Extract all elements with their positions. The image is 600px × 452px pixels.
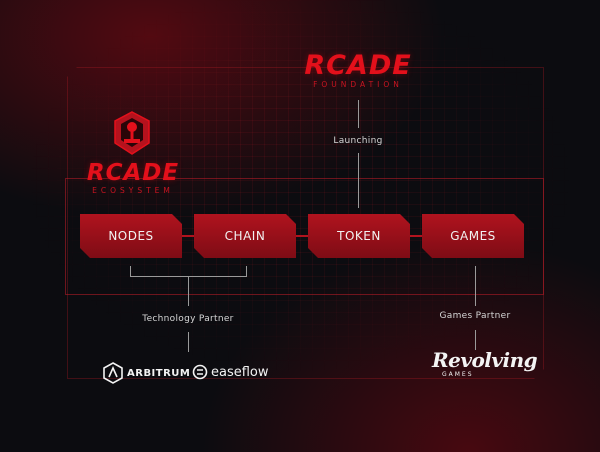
rcade-foundation-logo: RCADE FOUNDATION [296,52,420,89]
easeflow-wordmark: easeflow [211,364,269,380]
revolving-games-logo: Revolving GAMES [432,348,538,378]
tech-line-upper [188,276,189,306]
ecosystem-wordmark: RCADE [86,160,180,186]
arbitrum-logo: ARBITRUM [103,362,190,384]
games-partner-label: Games Partner [439,311,511,321]
launching-label: Launching [333,136,383,146]
launching-line-bottom [358,153,359,208]
node-token: TOKEN [308,214,410,258]
node-chain: CHAIN [194,214,296,258]
rcade-ecosystem-logo: RCADE ECOSYSTEM [82,160,184,196]
connector-token-games [410,235,422,237]
games-line-upper [475,266,476,306]
foundation-subtitle: FOUNDATION [313,80,403,89]
node-games: GAMES [422,214,524,258]
tech-line-lower [188,332,189,352]
launching-line-top [358,100,359,128]
arbitrum-icon [103,362,123,384]
ecosystem-frame [65,178,544,295]
foundation-wordmark: RCADE [304,50,412,81]
games-line-lower [475,330,476,350]
connector-chain-token [296,235,308,237]
rcade-shield-icon [114,111,150,155]
tech-bracket-left [130,266,131,276]
revolving-wordmark: Revolving [432,348,538,372]
technology-partner-label: Technology Partner [142,314,234,324]
ecosystem-subtitle: ECOSYSTEM [92,186,174,195]
easeflow-logo: easeflow [192,364,269,380]
arbitrum-wordmark: ARBITRUM [127,367,191,379]
easeflow-icon [192,364,208,380]
connector-nodes-chain [182,235,194,237]
node-nodes: NODES [80,214,182,258]
revolving-subtitle: GAMES [442,371,474,378]
tech-bracket-right [246,266,247,276]
